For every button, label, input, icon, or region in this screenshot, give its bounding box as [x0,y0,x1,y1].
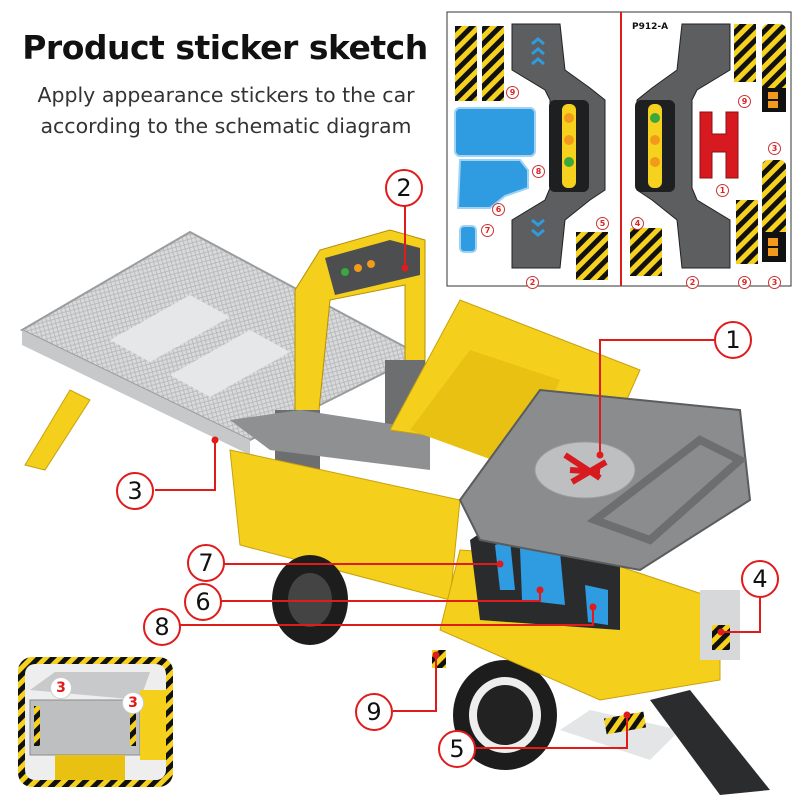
callout-7: 7 [187,544,225,582]
sheet-label: 9 [738,276,751,289]
sheet-label: 9 [738,95,751,108]
callout-2: 2 [385,169,423,207]
subtitle-line-2: according to the schematic diagram [40,114,412,138]
callout-9: 9 [355,693,393,731]
sheet-label: 6 [492,203,505,216]
sheet-label: 9 [506,86,519,99]
sheet-label: 5 [596,217,609,230]
page-title: Product sticker sketch [22,28,428,67]
callout-dots [211,264,725,719]
sheet-label: 8 [532,165,545,178]
sheet-label: 3 [768,276,781,289]
page-subtitle: Apply appearance stickers to the car acc… [6,80,446,142]
sheet-label: 3 [768,142,781,155]
dump-truck [229,299,770,795]
callout-4: 4 [741,560,779,598]
callout-3: 3 [116,472,154,510]
callout-1: 1 [714,321,752,359]
sticker-sheet [446,11,792,287]
callout-lines [155,205,761,749]
callout-6: 6 [184,583,222,621]
inset-callout-3-left: 3 [50,677,72,699]
subtitle-line-1: Apply appearance stickers to the car [37,83,415,107]
callout-8: 8 [143,608,181,646]
callout-5: 5 [438,730,476,768]
inset-detail [18,657,173,787]
sheet-label: 7 [481,224,494,237]
inset-callout-3-right: 3 [122,692,144,714]
sticker-sheet-code: P912-A [632,22,669,32]
sheet-label: 1 [716,184,729,197]
sheet-label: 4 [631,217,644,230]
sheet-label: 2 [526,276,539,289]
sheet-label: 2 [686,276,699,289]
